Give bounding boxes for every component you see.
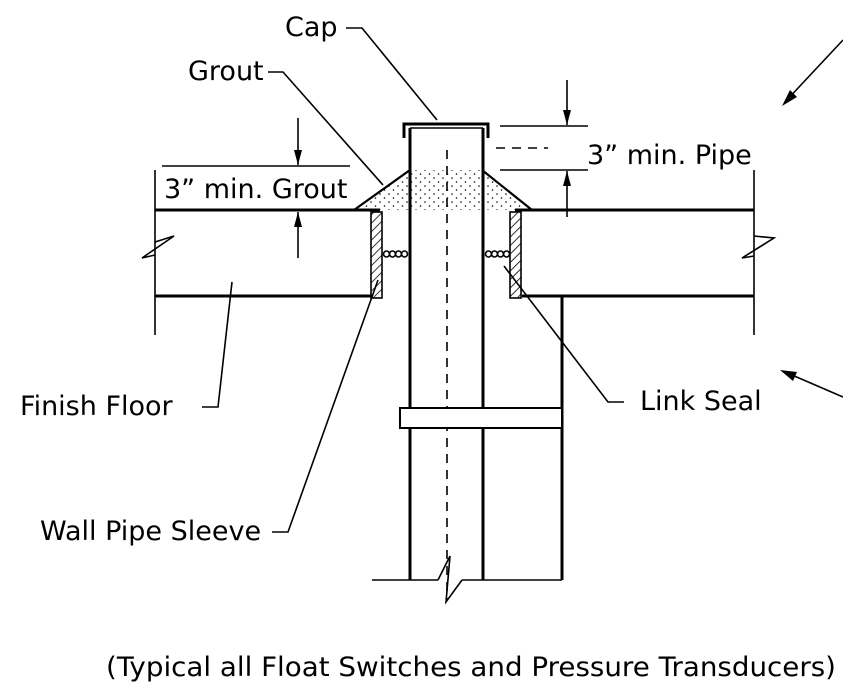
pipe-cap bbox=[402, 122, 490, 138]
wall-pipe-sleeve-label: Wall Pipe Sleeve bbox=[40, 516, 261, 547]
link-seal-callout: Link Seal bbox=[503, 265, 762, 417]
detail-caption: (Typical all Float Switches and Pressure… bbox=[106, 652, 836, 683]
pipe-support bbox=[399, 296, 564, 580]
link-seal-label: Link Seal bbox=[640, 386, 762, 417]
cap-label: Cap bbox=[285, 12, 338, 43]
break-symbol-bottom bbox=[437, 555, 463, 605]
finish-floor-label: Finish Floor bbox=[20, 391, 174, 422]
grout-dimension: 3” min. Grout bbox=[162, 118, 350, 258]
grout-label: Grout bbox=[188, 56, 264, 87]
finish-floor-callout: Finish Floor bbox=[20, 281, 233, 422]
link-seal bbox=[382, 250, 511, 258]
pipe bbox=[372, 128, 562, 605]
grout-fill bbox=[353, 169, 533, 211]
break-symbol-right bbox=[741, 235, 777, 259]
reference-arrows bbox=[780, 39, 843, 398]
wall-pipe-sleeve-callout: Wall Pipe Sleeve bbox=[40, 279, 379, 547]
grout-dimension-label: 3” min. Grout bbox=[164, 174, 347, 205]
pipe-dimension: 3” min. Pipe bbox=[496, 80, 752, 217]
cap-callout: Cap bbox=[285, 12, 438, 121]
grout-callout: Grout bbox=[188, 56, 384, 186]
pipe-dimension-label: 3” min. Pipe bbox=[587, 140, 752, 171]
break-symbol-left bbox=[141, 235, 175, 259]
